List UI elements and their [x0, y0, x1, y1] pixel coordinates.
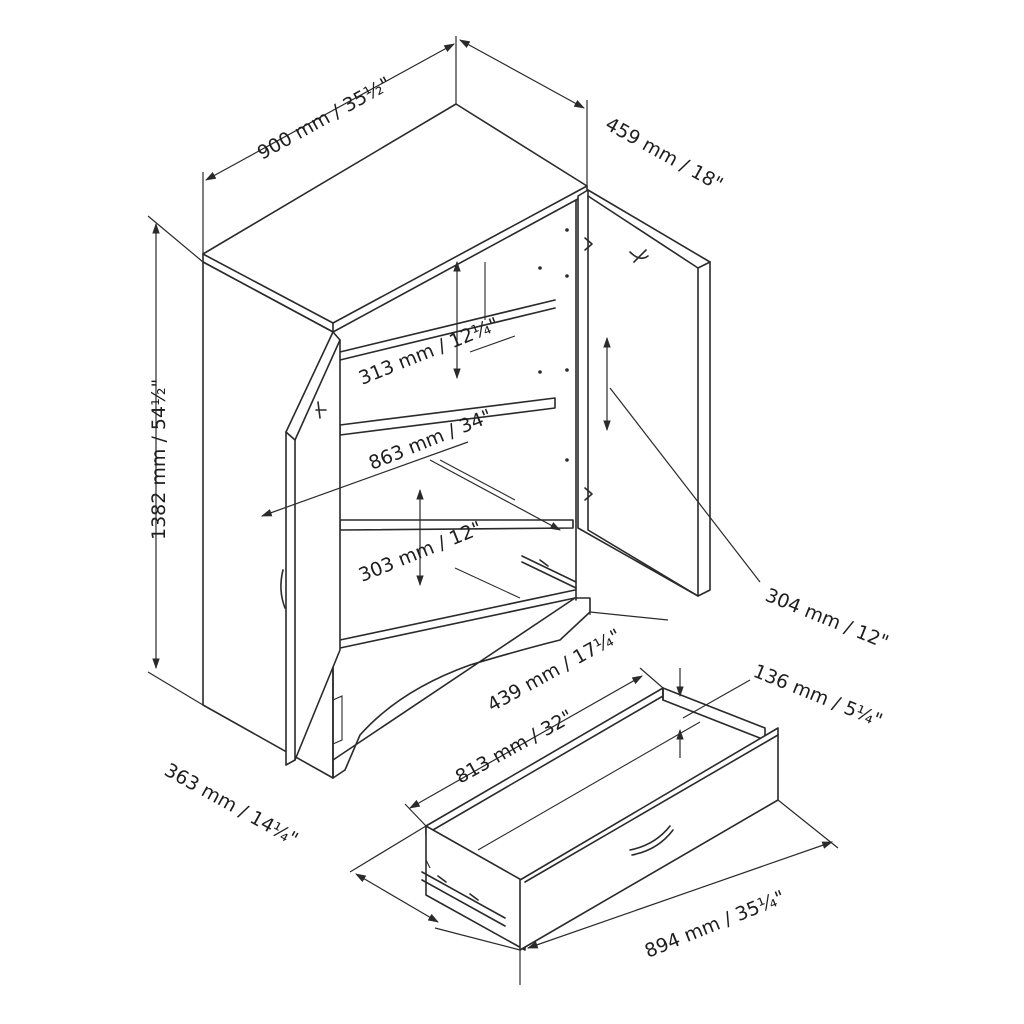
left-door-handle — [280, 569, 286, 609]
cabinet-base — [332, 597, 591, 779]
label-interior-depth: 439 mm / 17¼" — [484, 625, 625, 717]
right-door-hinge-top — [584, 237, 593, 251]
label-width: 900 mm / 35½" — [254, 73, 395, 165]
bottom-deck — [339, 589, 576, 649]
label-drawer-depth: 363 mm / 14¼" — [161, 759, 302, 851]
right-door-hinge-bottom — [584, 487, 593, 501]
drawer-right-side — [662, 687, 766, 741]
left-door-hook — [315, 401, 327, 419]
drawer-left-side — [425, 825, 526, 951]
inner-drawer-slide — [521, 555, 577, 589]
dimension-lines — [147, 36, 839, 985]
drawer-slide — [421, 871, 506, 927]
label-drawer-height: 136 mm / 5¼" — [750, 660, 885, 732]
label-drawer-front-width: 894 mm / 35¼" — [642, 886, 789, 962]
cabinet-top — [202, 103, 588, 324]
left-door — [285, 331, 341, 766]
right-door-hook — [629, 249, 649, 263]
label-door-shelf: 304 mm / 12" — [762, 584, 891, 653]
label-depth: 459 mm / 18" — [602, 113, 727, 196]
upper-shelf — [339, 299, 556, 361]
label-height: 1382 mm / 54½" — [148, 379, 170, 540]
cabinet — [202, 103, 711, 779]
